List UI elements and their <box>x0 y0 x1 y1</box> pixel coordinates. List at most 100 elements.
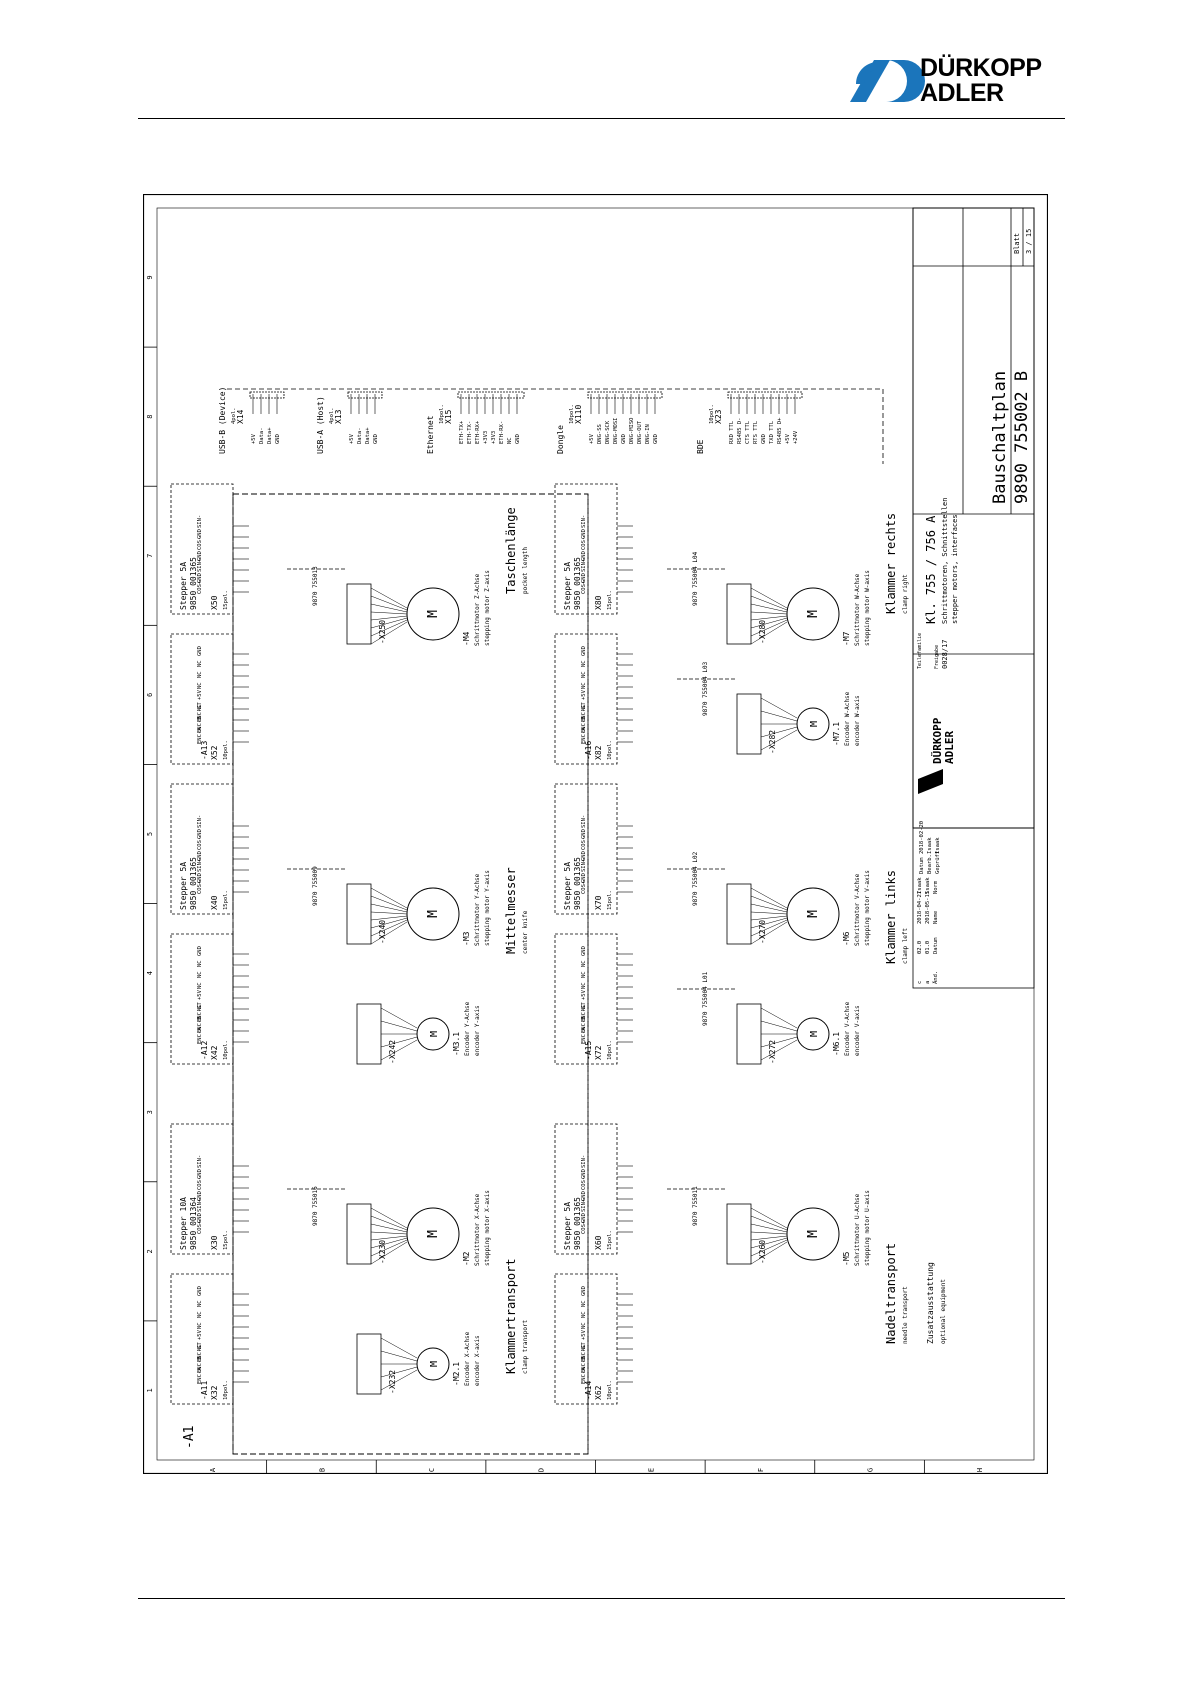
revision-frame <box>912 827 1035 989</box>
motor-name-de: Schrittmotor W-Achse <box>854 573 861 646</box>
motor-plug-id: -X260 <box>758 1240 767 1264</box>
stepper-part: 9850 001365 <box>189 857 198 910</box>
grid-row-label: E <box>647 1468 655 1472</box>
pin-name: GND <box>197 946 203 956</box>
interface-signal: +3V3 <box>491 431 497 444</box>
motor-lead <box>750 911 788 915</box>
grid-col-label: 1 <box>146 1388 154 1392</box>
checked-value: Isaak <box>935 837 941 854</box>
interface-signal: GND <box>621 434 627 444</box>
connector-id: X30 <box>210 1235 219 1250</box>
pin-name: COS+ <box>197 1220 203 1234</box>
interface-name: Dongle <box>556 425 565 454</box>
interface-signal: GND <box>761 434 767 444</box>
interface-pins: 10pol. <box>439 404 445 424</box>
header-rule <box>138 118 1065 119</box>
stepper-title: Stepper 10A <box>179 1197 188 1250</box>
inner-frame <box>156 207 1035 1461</box>
date-value: 2018-02-20 <box>919 821 925 854</box>
motor-plug-id: -X270 <box>758 920 767 944</box>
motor-lead <box>760 729 798 751</box>
interface-signal: RTS TTL <box>753 420 759 444</box>
pin-name: GND <box>581 1213 587 1223</box>
motor-lead <box>370 587 408 609</box>
motor-letter: M <box>429 1031 440 1037</box>
interface-signal: ETH-RX- <box>499 421 505 444</box>
motor-plug <box>356 1003 382 1065</box>
pin-name: NC <box>197 1300 203 1307</box>
release-label: Freigabe <box>934 645 940 669</box>
pin-name: ENC-B <box>197 1016 203 1033</box>
pin-name: GND <box>581 646 587 656</box>
connector-outline <box>170 483 234 615</box>
motor-lead <box>750 919 788 937</box>
connector-outline <box>554 1273 618 1405</box>
sheet-number: 3 / 15 <box>1025 229 1033 254</box>
motor-lead <box>370 917 408 929</box>
pin-name: ENC-GT <box>197 1001 203 1022</box>
motor-lead <box>750 1237 788 1249</box>
interface-terminal <box>727 391 803 399</box>
connector-unit: -A14 <box>584 1381 593 1400</box>
grid-col-label: 6 <box>146 693 154 697</box>
interface-name: Ethernet <box>426 415 435 454</box>
connector-pins: 10pol. <box>223 1380 229 1400</box>
stepper-title: Stepper 5A <box>563 1202 572 1250</box>
motor-name-de: Schrittmotor X-Achse <box>474 1193 481 1266</box>
interface-conn: X23 <box>714 409 723 424</box>
stepper-part: 9850 001365 <box>189 557 198 610</box>
motor-lead <box>370 1235 408 1241</box>
interface-name: USB-A (Host) <box>316 396 325 454</box>
release-value: 0028/17 <box>941 639 949 669</box>
interface-conn: X15 <box>444 409 453 424</box>
motor-name-de: Schrittmotor V-Achse <box>854 873 861 946</box>
pin-name: NC <box>197 660 203 667</box>
motor-lead <box>750 619 788 637</box>
motor-ref: -M7.1 <box>832 722 841 746</box>
connector-outline <box>170 933 234 1065</box>
pin-name: ENC-GT <box>581 1341 587 1362</box>
pin-name: +5V <box>581 689 587 700</box>
group-subtitle: clamp right <box>902 574 909 614</box>
motor-plug-id: -X230 <box>378 1240 387 1264</box>
motor-lead <box>760 1007 798 1029</box>
footer-rule <box>138 1598 1065 1599</box>
optional-title: Zusatzausstattung <box>926 1262 935 1344</box>
motor-lead <box>370 911 408 915</box>
motor-lead <box>370 1239 408 1257</box>
pin-name: SIN+ <box>581 1198 587 1212</box>
grid-col-label: 5 <box>146 832 154 836</box>
interface-signal: TXD TTL <box>769 420 775 444</box>
motor-lead <box>750 621 788 645</box>
subtitle-de: Schrittmotoren, Schnittstellen <box>941 498 949 624</box>
group-title: Mittelmesser <box>504 867 518 954</box>
pin-name: GND <box>197 529 203 539</box>
motor-plug-id: -X232 <box>388 1370 397 1394</box>
motor-plug <box>726 883 752 945</box>
pin-name: GND <box>581 946 587 956</box>
connector-id: X80 <box>594 595 603 610</box>
interface-signal: DNG-SS <box>597 424 603 444</box>
interface-signal: RS485 D- <box>737 418 743 445</box>
cable-id: 9870 755004 L02 <box>692 851 699 906</box>
pin-name: GND <box>581 1191 587 1201</box>
pin-name: NC <box>197 671 203 678</box>
pin-name: NC <box>581 660 587 667</box>
connector-unit: -A15 <box>584 1041 593 1060</box>
family-label: Teilefamilie <box>917 633 923 669</box>
logo-mark-icon <box>918 769 943 794</box>
doc-number: 9890 755002 B <box>1012 371 1032 504</box>
revision-cell: c <box>917 981 923 984</box>
motor-ref: -M2 <box>462 1251 471 1266</box>
connector-pins: 10pol. <box>607 1040 613 1060</box>
motor-name-de: Schrittmotor U-Achse <box>854 1193 861 1266</box>
brand-wordmark: DÜRKOPP ADLER <box>920 56 1042 106</box>
interface-signal: NC <box>507 437 513 444</box>
pin-name: COS- <box>197 1177 203 1190</box>
brand-logo <box>850 60 925 102</box>
